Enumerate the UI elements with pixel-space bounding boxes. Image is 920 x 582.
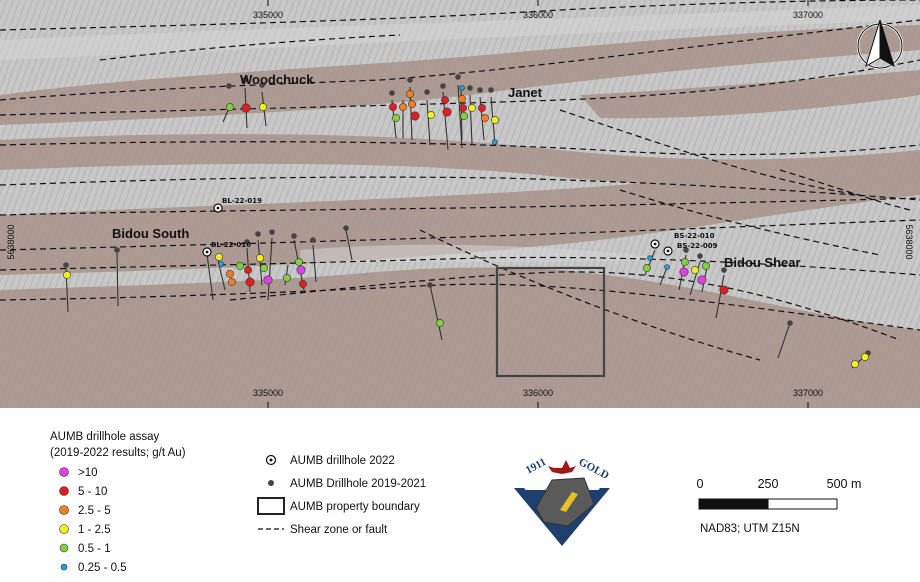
- grid-label-bottom-337000: 337000: [793, 388, 823, 398]
- grid-label-top-337000: 337000: [793, 10, 823, 20]
- assay-label-gt10: >10: [78, 467, 98, 479]
- hole-label-bl-22-019: BL-22-019: [222, 197, 262, 205]
- shear-zones: [0, 0, 920, 361]
- place-woodchuck: Woodchuck: [240, 72, 314, 87]
- scale-bar-white: [767, 498, 838, 510]
- assay-label-0.5-1: 0.5 - 1: [78, 543, 111, 555]
- grid-label-right-northing: 5638000: [904, 224, 914, 259]
- place-janet: Janet: [508, 85, 543, 100]
- assay-swatch-0.5-1: [59, 543, 69, 553]
- hole-label-bs-22-010: BS-22-010: [674, 232, 715, 240]
- projection-label: NAD83; UTM Z15N: [700, 523, 800, 535]
- assay-label-5-10: 5 - 10: [78, 486, 107, 498]
- drillhole-2022-label: AUMB drillhole 2022: [290, 455, 395, 467]
- hole-label-bs-22-009: BS-22-009: [677, 242, 718, 250]
- grid-label-top-335000: 335000: [253, 10, 283, 20]
- assay-swatch-5-10: [59, 486, 69, 496]
- assay-label-1-2.5: 1 - 2.5: [78, 524, 111, 536]
- legend-panel: AUMB drillhole assay (2019-2022 results;…: [50, 431, 862, 574]
- assay-legend-title-1: AUMB drillhole assay: [50, 431, 160, 443]
- place-bidou-shear: Bidou Shear: [724, 255, 801, 270]
- grid-label-left-northing: 5638000: [6, 224, 16, 259]
- north-arrow-icon: [856, 19, 904, 70]
- grid-label-bottom-336000: 336000: [523, 388, 553, 398]
- scale-label-500: 500 m: [827, 477, 862, 491]
- assay-dots: [63, 85, 869, 368]
- assay-swatch-2.5-5: [59, 505, 69, 515]
- scale-bar-black: [698, 498, 769, 510]
- scale-label-250: 250: [758, 477, 779, 491]
- property-boundary-label: AUMB property boundary: [290, 501, 420, 513]
- assay-swatch-0.25-0.5: [60, 563, 68, 571]
- assay-swatch-gt10: [59, 467, 69, 477]
- map-panel: 335000 336000 337000 335000 336000 33700…: [0, 0, 920, 408]
- grid-label-bottom-335000: 335000: [253, 388, 283, 398]
- assay-swatch-1-2.5: [59, 524, 69, 534]
- place-bidou-south: Bidou South: [112, 226, 189, 241]
- assay-label-0.25-0.5: 0.25 - 0.5: [78, 562, 127, 574]
- collars-2022: [202, 203, 673, 257]
- hole-label-bl-22-016: BL-22-016: [211, 241, 251, 249]
- property-boundary-icon: [257, 497, 285, 515]
- scale-label-0: 0: [697, 477, 704, 491]
- lithology-bands: [0, 25, 920, 408]
- property-boundary: [495, 266, 606, 378]
- collars-2019-2021: [63, 74, 871, 356]
- assay-label-2.5-5: 2.5 - 5: [78, 505, 111, 517]
- assay-legend-title-2: (2019-2022 results; g/t Au): [50, 447, 186, 459]
- company-logo: 1911 GOLD: [512, 456, 612, 546]
- shear-zone-label: Shear zone or fault: [290, 524, 388, 536]
- grid-label-top-336000: 336000: [523, 10, 553, 20]
- drillhole-2019-icon: [268, 480, 274, 486]
- grid-ticks: [267, 0, 809, 408]
- drillhole-2019-label: AUMB Drillhole 2019-2021: [290, 478, 426, 490]
